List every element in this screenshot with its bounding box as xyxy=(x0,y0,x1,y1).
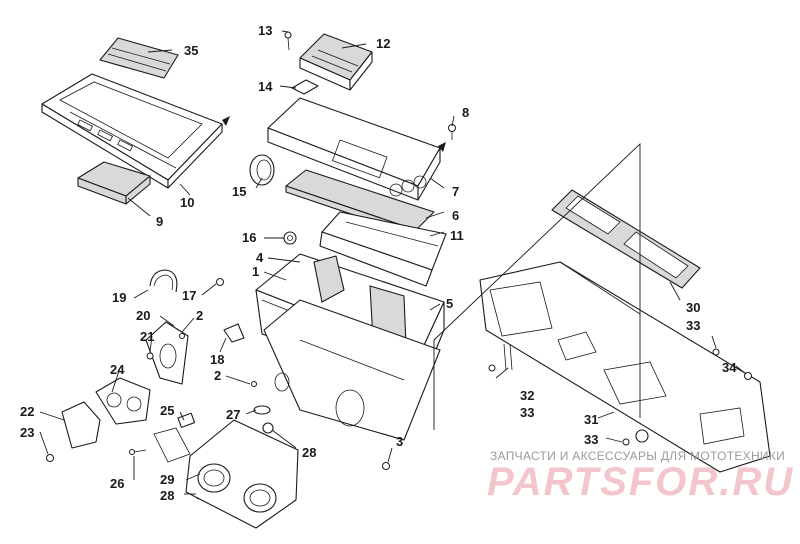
callout-5: 5 xyxy=(446,296,453,311)
callout-18: 18 xyxy=(210,352,224,367)
callout-29: 29 xyxy=(160,472,174,487)
part-12-control-box xyxy=(299,33,373,91)
part-2-screw-upper xyxy=(179,333,185,339)
assembly-brace xyxy=(433,142,641,430)
callout-35: 35 xyxy=(184,43,198,58)
lower-housing xyxy=(263,299,441,441)
part-33-screw-b xyxy=(712,348,720,356)
callout-32: 32 xyxy=(520,388,534,403)
part-17-screw xyxy=(216,278,224,286)
callout-33-right: 33 xyxy=(686,318,700,333)
part-14-plate xyxy=(291,79,319,95)
callout-1: 1 xyxy=(252,264,259,279)
callout-12: 12 xyxy=(376,36,390,51)
callout-20: 20 xyxy=(136,308,150,323)
part-2-screw-lower xyxy=(251,381,257,387)
part-15-seal-ring xyxy=(249,154,275,186)
part-29-intake-silencer xyxy=(153,419,299,529)
watermark-logo: PARTSFOR.RU xyxy=(487,460,795,504)
part-16-knob xyxy=(283,231,297,245)
part-27-spring xyxy=(253,405,271,415)
part-3-screw xyxy=(382,462,390,470)
callout-31: 31 xyxy=(584,412,598,427)
leader-lines xyxy=(39,30,747,495)
part-18-bracket xyxy=(223,323,245,343)
part-28-plug-upper xyxy=(262,422,274,434)
part-34-screw xyxy=(744,372,752,380)
callout-24: 24 xyxy=(110,362,125,377)
callout-28-lower: 28 xyxy=(160,488,174,503)
callout-9: 9 xyxy=(156,214,163,229)
part-33-screw-c xyxy=(622,438,630,446)
callout-7: 7 xyxy=(452,184,459,199)
callout-3: 3 xyxy=(396,434,403,449)
callout-22: 22 xyxy=(20,404,34,419)
part-33-screw-a xyxy=(488,364,496,372)
part-11-lid xyxy=(319,211,447,287)
part-21-screw xyxy=(146,352,154,360)
callout-33-bottom: 33 xyxy=(584,432,598,447)
callout-28-upper: 28 xyxy=(302,445,316,460)
callout-2-upper: 2 xyxy=(196,308,203,323)
callout-27: 27 xyxy=(226,407,240,422)
part-31-front-console xyxy=(479,261,771,473)
callout-33-left: 33 xyxy=(520,405,534,420)
part-7-upper-tray xyxy=(267,97,446,201)
callout-17: 17 xyxy=(182,288,196,303)
callout-13: 13 xyxy=(258,23,272,38)
part-23-screw xyxy=(46,454,54,462)
callout-26: 26 xyxy=(110,476,124,491)
part-19-clamp xyxy=(149,269,178,293)
part-9-foam-pad xyxy=(77,161,151,205)
watermark-caption: ЗАПЧАСТИ И АКСЕССУАРЫ ДЛЯ МОТОТЕХНИКИ xyxy=(490,449,786,463)
part-13-screw xyxy=(284,31,292,51)
part-10-airbox-cover xyxy=(41,73,230,189)
callout-14: 14 xyxy=(258,79,273,94)
callout-2-lower: 2 xyxy=(214,368,221,383)
part-32-pin xyxy=(503,343,513,371)
callout-4: 4 xyxy=(256,250,264,265)
callout-8: 8 xyxy=(462,105,469,120)
callout-19: 19 xyxy=(112,290,126,305)
part-20-bracket xyxy=(145,321,189,385)
callout-25: 25 xyxy=(160,403,174,418)
part-22-sensor-box xyxy=(61,401,101,449)
callout-15: 15 xyxy=(232,184,246,199)
callout-30: 30 xyxy=(686,300,700,315)
callout-21: 21 xyxy=(140,329,154,344)
part-33-washer xyxy=(635,429,649,443)
part-25-spacer xyxy=(177,412,196,428)
part-26-screw xyxy=(129,449,147,455)
callout-23: 23 xyxy=(20,425,34,440)
callout-11: 11 xyxy=(450,228,464,243)
part-24-carburetor xyxy=(95,377,151,425)
callout-34: 34 xyxy=(722,360,737,375)
part-35-filter-screen xyxy=(99,37,179,79)
callout-6: 6 xyxy=(452,208,459,223)
callout-numbers: 35 13 12 14 8 10 9 15 7 6 11 16 4 1 17 1… xyxy=(20,23,737,503)
part-8-screw xyxy=(448,124,456,140)
callout-10: 10 xyxy=(180,195,194,210)
callout-16: 16 xyxy=(242,230,256,245)
